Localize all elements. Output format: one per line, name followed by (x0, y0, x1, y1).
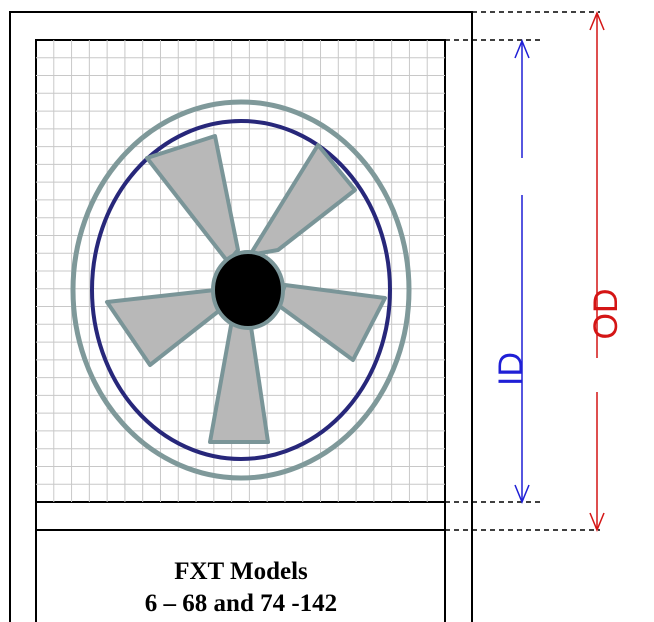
fan-blade (145, 134, 240, 264)
fan-ring-outer (70, 99, 412, 481)
fan-blade (248, 143, 357, 257)
unit-housing-outline (9, 11, 473, 622)
arrow-up-icon (514, 39, 530, 59)
fan-hub (211, 250, 285, 330)
caption-line-2: 6 – 68 and 74 -142 (144, 590, 338, 617)
fan-blade (276, 283, 387, 362)
fan-icon (105, 134, 387, 444)
arrow-down-icon (514, 484, 530, 504)
id-label: ID (492, 352, 530, 386)
od-dimension-line (589, 11, 605, 532)
arrow-down-icon (589, 512, 605, 532)
fan-ring-inner (90, 119, 392, 461)
od-label: OD (587, 288, 625, 340)
id-dimension-line (514, 39, 530, 504)
arrow-up-icon (589, 11, 605, 31)
fan-blade (105, 288, 222, 367)
fan-blade (208, 318, 270, 444)
dimension-extension-lines (445, 11, 600, 531)
caption-line-1: FXT Models (174, 558, 308, 585)
